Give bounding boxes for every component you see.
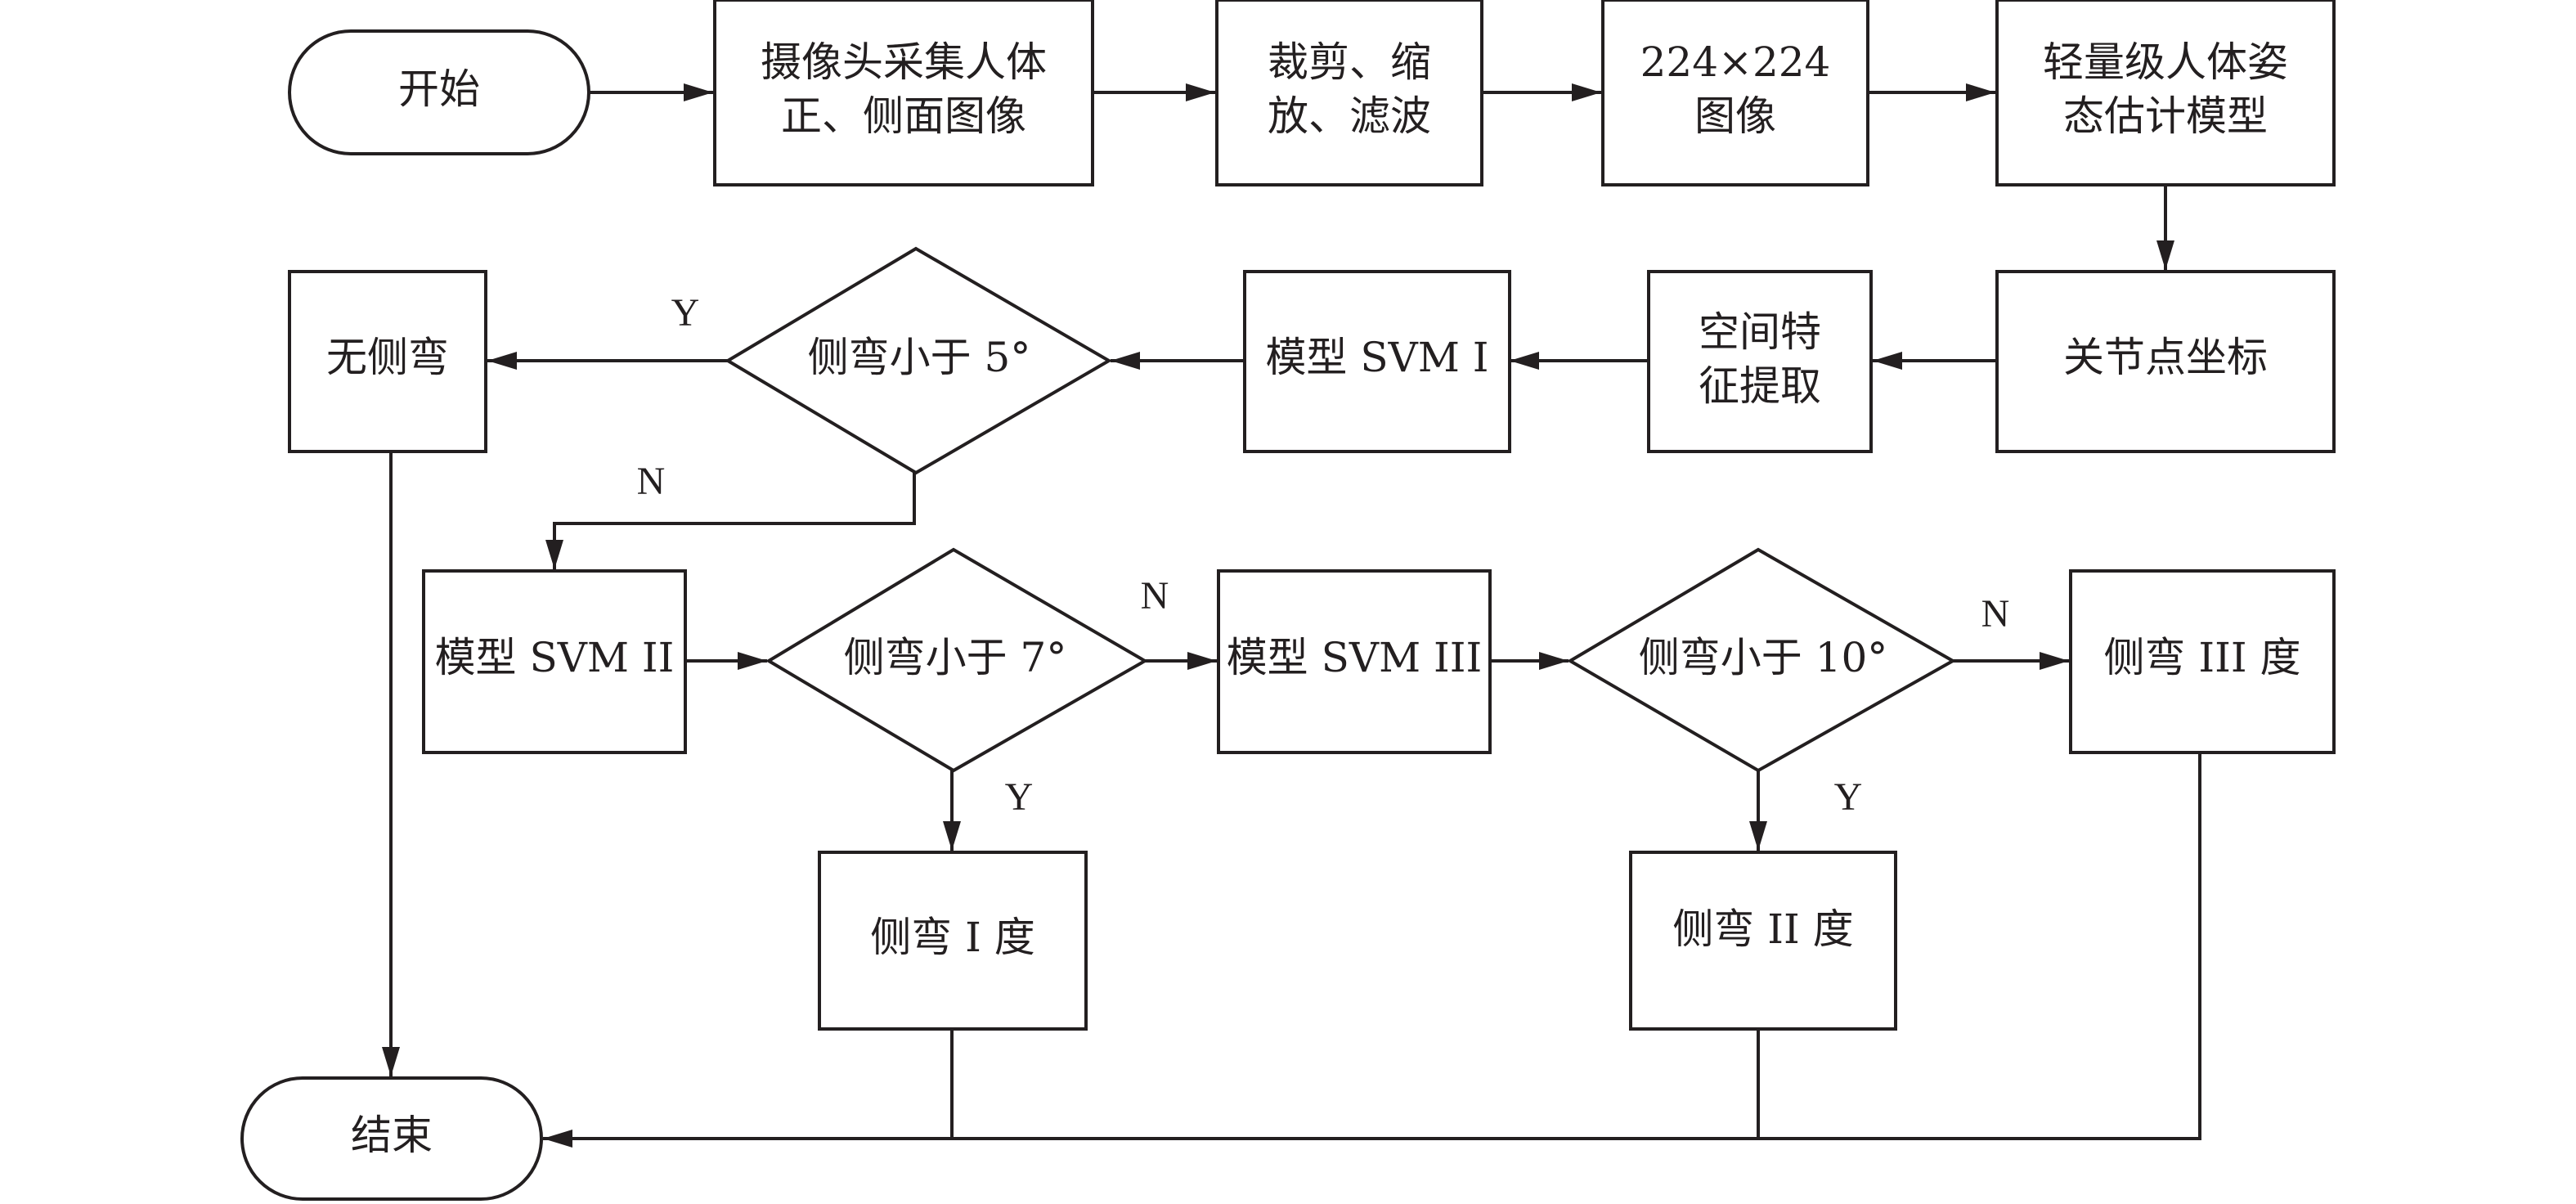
pose-model-label-line1: 轻量级人体姿 [2043, 38, 2288, 86]
decision-10-node: 侧弯小于 10° [1567, 547, 1957, 773]
svm2-node: 模型 SVM II [422, 569, 687, 754]
decision-5-node: 侧弯小于 5° [725, 246, 1112, 475]
image-224-label-line1: 224×224 [1640, 38, 1831, 86]
label-dec5-yes: Y [671, 291, 700, 335]
preprocess-label-line1: 裁剪、缩 [1268, 38, 1431, 86]
svm1-node: 模型 SVM I [1243, 270, 1511, 453]
start-node: 开始 [288, 29, 590, 155]
connectors [382, 83, 2201, 1148]
edge-degree3-to-end [543, 751, 2201, 1148]
label-dec5-no: N [637, 460, 666, 503]
degree3-label: 侧弯 III 度 [2103, 634, 2300, 681]
degree2-label: 侧弯 II 度 [1672, 905, 1853, 953]
svm1-label: 模型 SVM I [1265, 334, 1488, 381]
edge-dec5-no-to-svm2 [545, 473, 916, 569]
degree1-label: 侧弯 I 度 [870, 914, 1035, 961]
degree2-node: 侧弯 II 度 [1629, 851, 1897, 1031]
label-dec7-yes: Y [1005, 775, 1034, 819]
edge-labels: Y N N Y N Y [637, 291, 2010, 819]
degree1-node: 侧弯 I 度 [818, 851, 1088, 1031]
keypoints-node: 关节点坐标 [1995, 270, 2336, 453]
capture-label-line1: 摄像头采集人体 [761, 38, 1047, 86]
start-label: 开始 [398, 65, 480, 113]
label-dec10-yes: Y [1834, 775, 1863, 819]
no-scoliosis-label: 无侧弯 [326, 334, 449, 381]
image-224-label-line2: 图像 [1694, 92, 1776, 140]
svm2-label: 模型 SVM II [435, 634, 675, 681]
svm3-label: 模型 SVM III [1227, 634, 1483, 681]
decision-5-label: 侧弯小于 5° [808, 334, 1031, 381]
svm3-node: 模型 SVM III [1217, 569, 1492, 754]
decision-10-label: 侧弯小于 10° [1639, 634, 1888, 681]
label-dec7-no: N [1141, 574, 1169, 618]
no-scoliosis-node: 无侧弯 [288, 270, 487, 453]
preprocess-label-line2: 放、滤波 [1268, 92, 1431, 140]
pose-model-label-line2: 态估计模型 [2063, 92, 2268, 140]
preprocess-node: 裁剪、缩 放、滤波 [1215, 0, 1483, 186]
image-224-node: 224×224 图像 [1601, 0, 1869, 186]
keypoints-label: 关节点坐标 [2063, 334, 2268, 381]
decision-7-node: 侧弯小于 7° [765, 547, 1149, 773]
features-node: 空间特 征提取 [1647, 270, 1873, 453]
capture-node: 摄像头采集人体 正、侧面图像 [713, 0, 1094, 186]
features-label-line1: 空间特 [1699, 308, 1821, 356]
capture-label-line2: 正、侧面图像 [781, 92, 1026, 140]
label-dec10-no: N [1981, 592, 2010, 636]
pose-model-node: 轻量级人体姿 态估计模型 [1995, 0, 2336, 186]
features-label-line2: 征提取 [1699, 362, 1821, 410]
degree3-node: 侧弯 III 度 [2069, 569, 2336, 754]
decision-7-label: 侧弯小于 7° [844, 634, 1067, 681]
end-label: 结束 [351, 1112, 433, 1159]
end-node: 结束 [240, 1076, 543, 1201]
